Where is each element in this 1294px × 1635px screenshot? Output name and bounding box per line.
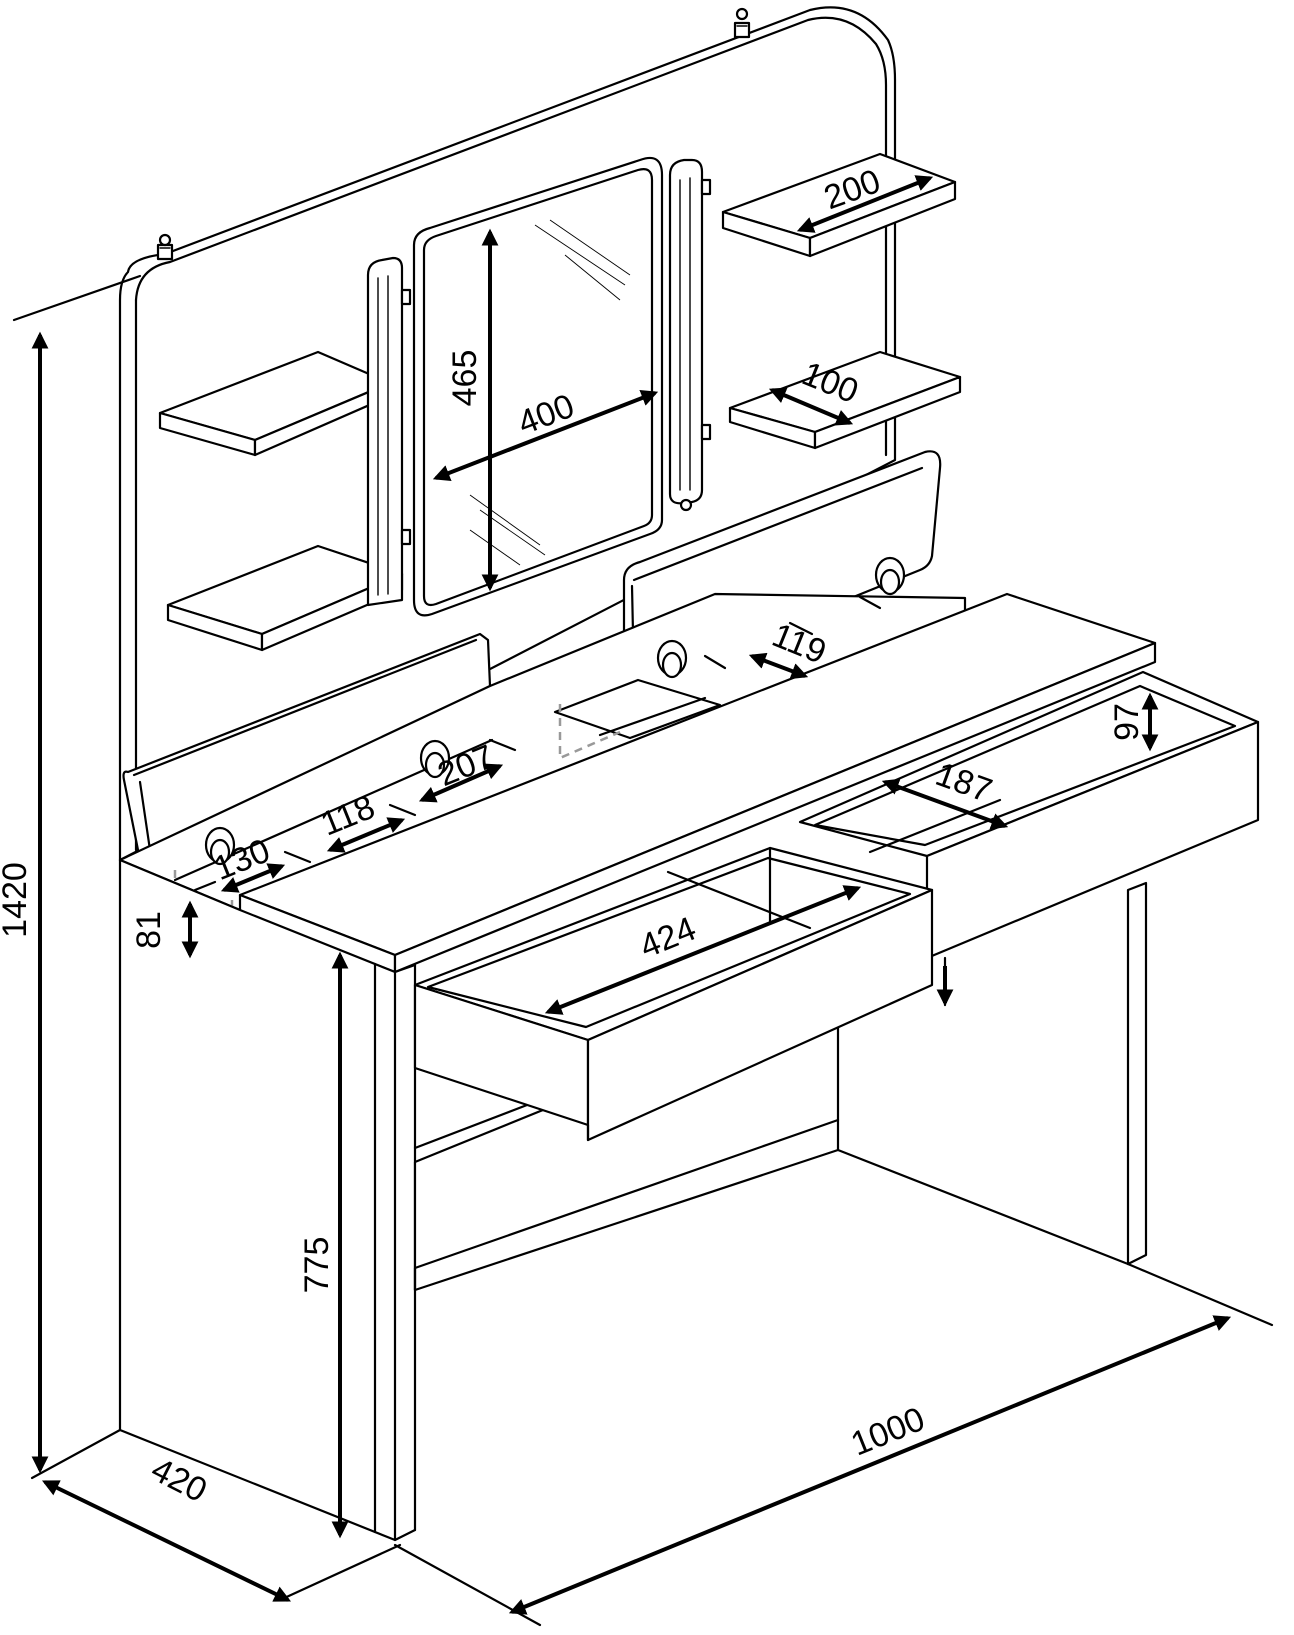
mirror-slide-left	[366, 256, 412, 607]
label-total-height: 1420	[0, 862, 34, 938]
desk-left-side-panel	[118, 858, 417, 1542]
mirror-slide-right	[668, 158, 712, 512]
desk-right-leg	[1126, 881, 1148, 1266]
dim-arrow-width	[508, 1315, 1232, 1615]
dim-arrow-comp-119	[748, 652, 809, 680]
desk-bottom-rail	[413, 1118, 840, 1292]
dim-arrow-comp-118	[326, 817, 406, 853]
label-organizer-81: 81	[130, 911, 168, 949]
label-table-height: 775	[298, 1237, 336, 1294]
wall-bracket-icon	[733, 7, 751, 39]
dim-arrow-drawer-424	[544, 885, 862, 1015]
dim-arrow-shelf-200	[796, 175, 934, 233]
dim-arrow-comp-130	[220, 863, 286, 893]
dimension-arrows	[31, 175, 1232, 1615]
lid-handle-icon	[874, 556, 906, 596]
mirror	[412, 156, 664, 617]
label-width: 1000	[846, 1400, 930, 1464]
dim-arrow-comp-207	[418, 763, 504, 803]
dim-arrow-depth	[41, 1480, 292, 1602]
dim-arrow-drawer-187	[881, 778, 1009, 830]
label-mirror-height: 465	[446, 350, 484, 407]
shelf-left-upper	[158, 350, 392, 457]
dim-arrow-mirror-width	[432, 390, 659, 481]
wall-bracket-icon	[156, 233, 174, 261]
lid-handle-icon	[656, 639, 688, 679]
dim-arrow-shelf-100	[768, 387, 854, 426]
lid-handle-icon	[204, 826, 236, 866]
organizer-left-lid	[122, 632, 492, 862]
label-drawer-97: 97	[1108, 703, 1146, 741]
